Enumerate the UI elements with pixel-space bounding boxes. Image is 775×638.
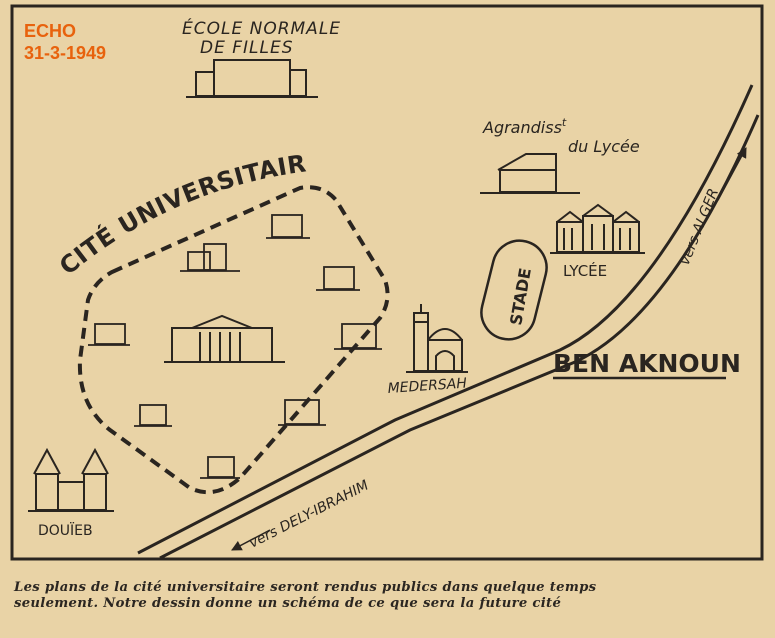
label-stade: STADE xyxy=(506,266,535,326)
map-caption: Les plans de la cité universitaire seron… xyxy=(14,580,762,612)
cite-building-icon xyxy=(266,214,310,239)
caption-line1: Les plans de la cité universitaire seron… xyxy=(14,580,597,595)
main-road xyxy=(137,84,760,560)
label-ecole-line1: ÉCOLE NORMALE xyxy=(182,17,341,39)
douieb-building-icon xyxy=(28,447,114,512)
source-date: 31-3-1949 xyxy=(24,43,107,63)
label-lycee: LYCÉE xyxy=(563,261,607,280)
label-ecole-line2: DE FILLES xyxy=(200,38,294,58)
cite-building-icon xyxy=(180,243,240,272)
cite-building-icon xyxy=(334,323,382,350)
map-frame xyxy=(10,4,764,561)
ecole-building-icon xyxy=(186,59,318,98)
cite-building-icon xyxy=(316,266,360,291)
label-agrandissement-line1: Agrandisst xyxy=(482,116,567,137)
stade-outline xyxy=(480,239,548,341)
cite-building-icon xyxy=(278,399,326,426)
cite-building-icon xyxy=(88,323,130,346)
label-vers-alger: vers ALGER xyxy=(677,186,722,267)
road-arrow-dely xyxy=(231,529,271,551)
label-agrandissement-line2: du Lycée xyxy=(568,137,640,156)
source-publication: ECHO xyxy=(24,21,77,41)
agrandissement-building-icon xyxy=(480,153,580,194)
lycee-building-icon xyxy=(550,203,645,254)
source-stamp: ECHO 31-3-1949 xyxy=(24,20,106,64)
road-arrow-alger xyxy=(717,147,747,201)
cite-building-icon xyxy=(200,456,240,479)
label-medersah: MEDERSAH xyxy=(387,375,468,397)
medersah-building-icon xyxy=(406,304,468,373)
caption-line2: seulement. Notre dessin donne un schéma … xyxy=(14,596,562,611)
label-ben-aknoun: BEN AKNOUN xyxy=(553,349,741,378)
cite-central-building-icon xyxy=(164,314,285,363)
cite-boundary xyxy=(77,185,390,495)
cite-buildings xyxy=(88,214,382,479)
label-douieb: DOUÏEB xyxy=(38,521,93,539)
cite-building-icon xyxy=(134,404,172,427)
